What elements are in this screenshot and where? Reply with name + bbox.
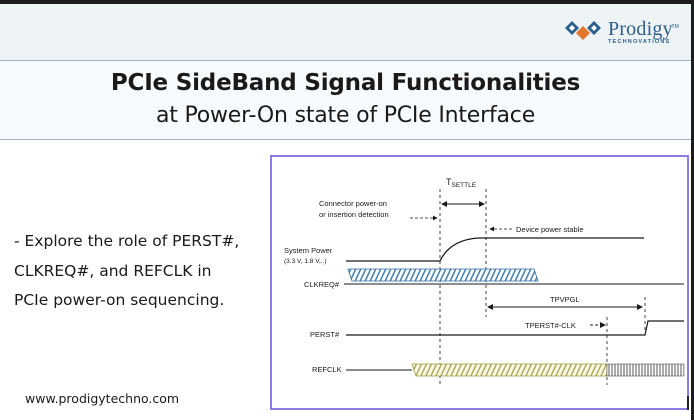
- prodigy-logo-icon: [565, 21, 601, 40]
- page-subtitle: at Power-On state of PCIe Interface: [155, 103, 536, 128]
- perst-label: PERST#: [310, 330, 340, 339]
- bullet-line-2: CLKREQ#, and REFCLK in: [14, 261, 212, 280]
- perst-waveform: [346, 320, 684, 336]
- bullet-text: - Explore the role of PERST#, CLKREQ#, a…: [14, 227, 274, 316]
- brand-logo: Prodigy TECHNOVATIONS TM: [562, 16, 679, 48]
- device-power-stable-label: Device power stable: [516, 225, 584, 234]
- refclk-label: REFCLK: [312, 365, 342, 374]
- text-cursor: [687, 396, 689, 410]
- tsettle-label: TSETTLE: [446, 177, 477, 189]
- clkreq-label: CLKREQ#: [304, 280, 340, 289]
- website-url: www.prodigytechno.com: [25, 391, 180, 406]
- header-band: [0, 4, 691, 60]
- brand-name: Prodigy: [608, 17, 673, 40]
- system-power-label: System Power: [284, 246, 333, 255]
- bullet-line-3: PCIe power-on sequencing.: [14, 291, 225, 309]
- brand-subtitle: TECHNOVATIONS: [608, 38, 671, 45]
- top-frame-border: [0, 0, 694, 4]
- title-band: [0, 61, 691, 139]
- refclk-hatch: [411, 363, 608, 377]
- tpvpgl-label: TPVPGL: [550, 295, 580, 304]
- page-title: PCIe SideBand Signal Functionalities: [110, 70, 581, 96]
- connector-poweron-label-1: Connector power-on: [319, 199, 387, 208]
- system-power-sub-label: (3.3 V, 1.8 V,..): [284, 258, 327, 265]
- refclk-clock-waveform: [606, 363, 685, 377]
- timing-diagram: TSETTLE Connector power-on or insertion …: [270, 155, 689, 410]
- bullet-line-1: - Explore the role of PERST#,: [14, 232, 240, 250]
- header-divider: [0, 60, 691, 61]
- system-power-waveform: [346, 237, 644, 262]
- brand-trademark: TM: [671, 23, 679, 30]
- right-frame-border: [691, 0, 694, 420]
- connector-poweron-label-2: or insertion detection: [319, 210, 389, 219]
- title-divider: [0, 139, 691, 140]
- tperst-clk-label: TPERST#-CLK: [525, 321, 576, 330]
- timing-diagram-svg: TSETTLE Connector power-on or insertion …: [284, 177, 685, 385]
- clkreq-hatch: [347, 268, 539, 282]
